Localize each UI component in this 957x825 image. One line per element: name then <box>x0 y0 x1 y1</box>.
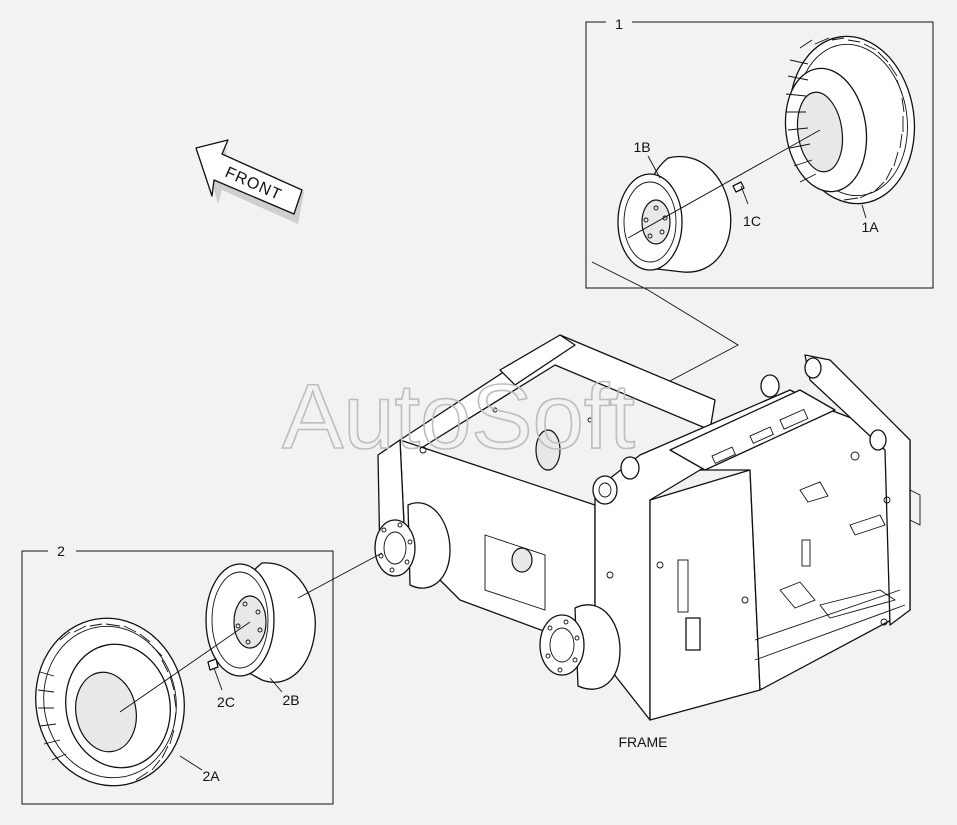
group-1-label: 1 <box>615 16 623 32</box>
tire-1a <box>784 35 916 205</box>
rim-1b-label: 1B <box>633 139 650 155</box>
group-1-box: 1 <box>585 16 934 289</box>
group-1-leader-lines <box>591 129 821 383</box>
group-2-box: 2 <box>21 543 334 805</box>
tire-2a-label: 2A <box>202 768 220 784</box>
front-arrow-icon: FRONT <box>195 139 304 224</box>
valve-1c-label: 1C <box>743 213 761 229</box>
rim-1b <box>617 155 732 273</box>
group-2-label: 2 <box>57 543 65 559</box>
group-2-leader-lines <box>119 552 383 713</box>
watermark: AutoSoft <box>282 366 635 468</box>
valve-2c <box>207 658 223 691</box>
frame-assembly <box>374 334 921 721</box>
rim-2b <box>205 562 316 683</box>
valve-2c-label: 2C <box>217 694 235 710</box>
frame-label: FRAME <box>619 734 668 750</box>
rim-2b-label: 2B <box>282 692 299 708</box>
tire-2a <box>35 617 185 787</box>
valve-1c <box>732 181 749 205</box>
tire-1a-label: 1A <box>861 219 879 235</box>
